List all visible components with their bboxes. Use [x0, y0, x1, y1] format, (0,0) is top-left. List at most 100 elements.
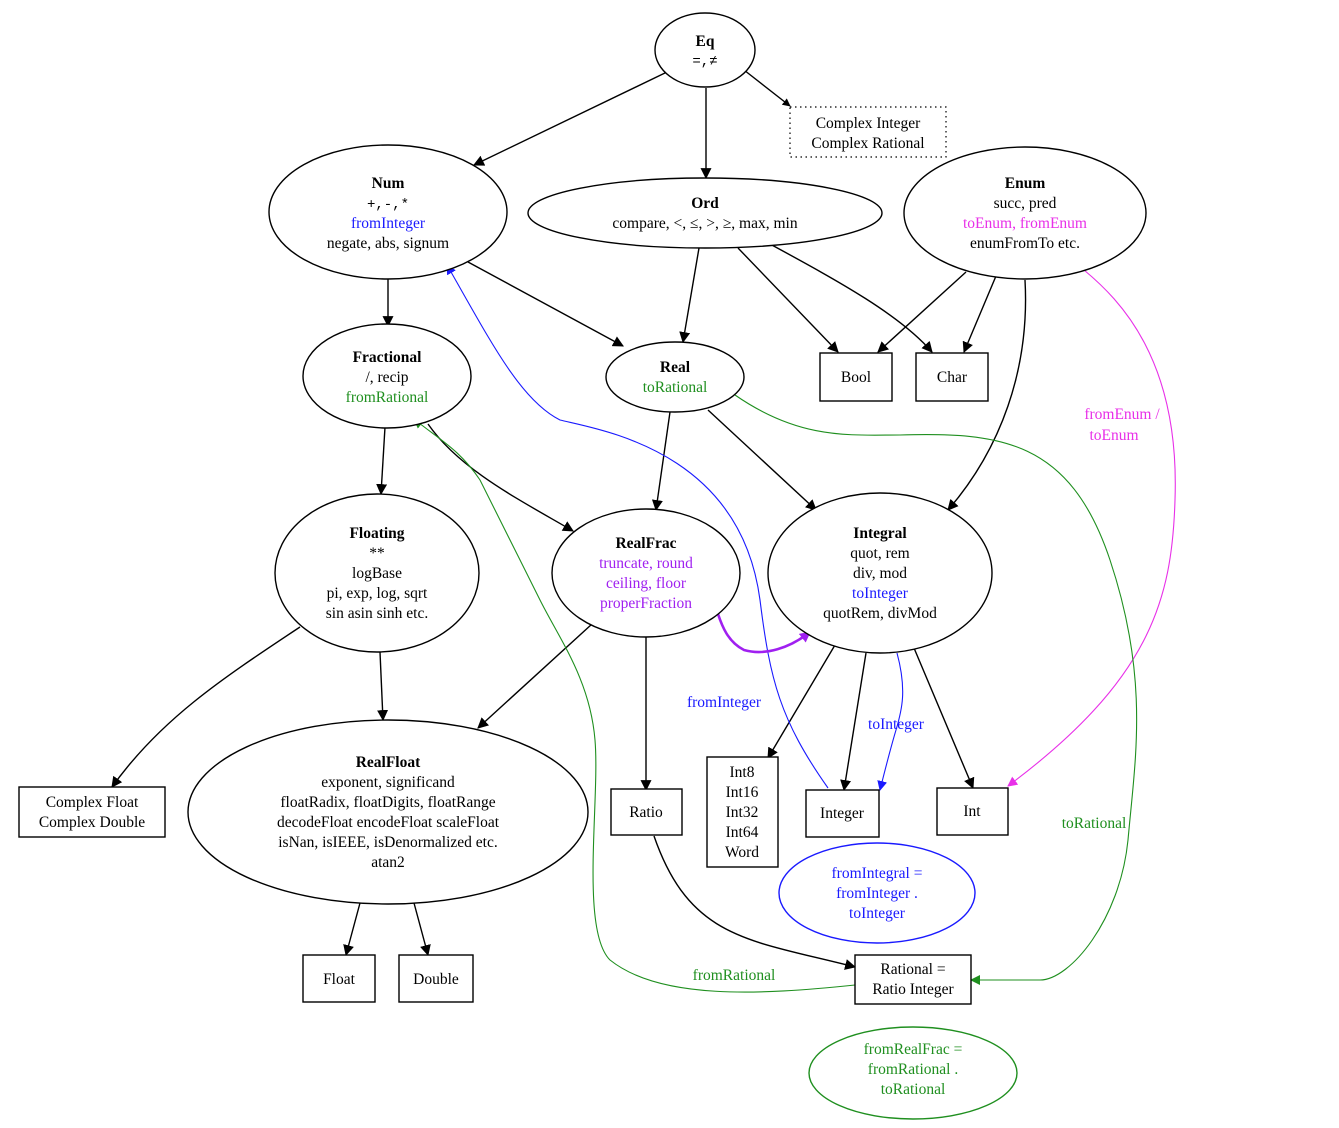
- node-num: Num +,-,* fromInteger negate, abs, signu…: [268, 144, 508, 280]
- node-real: Real toRational: [605, 341, 745, 413]
- node-complex-double-label: Complex Double: [39, 814, 145, 831]
- node-ord-methods: compare, <, ≤, >, ≥, max, min: [612, 215, 797, 232]
- node-floating: Floating ** logBase pi, exp, log, sqrt s…: [274, 493, 480, 653]
- edge-fromenum-toenum: [1007, 260, 1176, 787]
- node-enum-title: Enum: [1005, 175, 1046, 192]
- node-real-title: Real: [660, 359, 691, 376]
- note-fromrealfrac-l3: toRational: [881, 1081, 946, 1098]
- node-char: Char: [915, 352, 989, 402]
- node-int64: Int64: [726, 824, 759, 841]
- node-enum-succ: succ, pred: [994, 195, 1057, 212]
- node-fractional: Fractional /, recip fromRational: [302, 323, 472, 429]
- node-realfloat-decodefloat: decodeFloat encodeFloat scaleFloat: [277, 814, 500, 831]
- node-integral-div: div, mod: [853, 565, 907, 582]
- edge-integral-ints: [767, 644, 836, 759]
- node-num-title: Num: [372, 175, 405, 192]
- node-floating-pi: pi, exp, log, sqrt: [327, 585, 428, 602]
- note-fromintegral-l3: toInteger: [849, 905, 906, 922]
- node-realfrac-ceiling: ceiling, floor: [606, 575, 687, 592]
- node-num-negate: negate, abs, signum: [327, 235, 449, 252]
- node-rational-l1: Rational =: [880, 961, 945, 978]
- node-realfloat-atan2: atan2: [371, 854, 405, 871]
- edge-fractional-realfrac: [427, 423, 574, 532]
- note-fromrealfrac-l1: fromRealFrac =: [864, 1041, 963, 1058]
- node-realfrac-title: RealFrac: [615, 535, 676, 552]
- edge-enum-bool: [877, 271, 967, 353]
- node-complex-rational: Complex Rational: [811, 135, 924, 152]
- node-num-ops: +,-,*: [367, 197, 409, 213]
- edge-real-realfrac: [651, 411, 671, 512]
- node-int16: Int16: [726, 784, 759, 801]
- edge-ratio-rational: [653, 835, 857, 970]
- node-int: Int: [936, 787, 1009, 836]
- note-fromrealfrac-l2: fromRational .: [868, 1061, 958, 1078]
- node-eq: Eq =,≠: [654, 12, 756, 88]
- node-complex-float: Complex Float Complex Double: [18, 786, 166, 838]
- node-word: Word: [725, 844, 759, 861]
- edge-ord-char: [769, 243, 933, 353]
- node-int8: Int8: [730, 764, 755, 781]
- node-bool-label: Bool: [841, 369, 871, 386]
- edge-real-integral: [707, 409, 817, 511]
- edge-realfrac-integral: [716, 613, 811, 654]
- node-realfloat-isnan: isNan, isIEEE, isDenormalized etc.: [278, 834, 498, 851]
- node-realfrac-truncate: truncate, round: [599, 555, 693, 572]
- edge-torational: [734, 394, 1138, 985]
- node-num-frominteger: fromInteger: [351, 215, 426, 232]
- node-realfrac-properfraction: properFraction: [600, 595, 692, 612]
- label-tointeger: toInteger: [868, 716, 925, 733]
- node-float: Float: [302, 954, 376, 1003]
- node-float-label: Float: [323, 971, 356, 988]
- label-torational: toRational: [1062, 815, 1127, 832]
- node-integral-title: Integral: [853, 525, 907, 542]
- node-fractional-recip: /, recip: [365, 369, 408, 386]
- edge-labels: fromEnum / toEnum fromInteger toInteger …: [687, 406, 1160, 984]
- node-ord: Ord compare, <, ≤, >, ≥, max, min: [527, 177, 883, 249]
- edge-fractional-floating: [376, 426, 388, 496]
- note-fromintegral-l1: fromIntegral =: [832, 865, 923, 882]
- node-int32: Int32: [726, 804, 759, 821]
- node-double: Double: [398, 954, 474, 1003]
- node-realfloat-floatradix: floatRadix, floatDigits, floatRange: [280, 794, 495, 811]
- node-bool: Bool: [819, 352, 893, 402]
- note-fromintegral: fromIntegral = fromInteger . toInteger: [778, 842, 976, 944]
- node-double-label: Double: [413, 971, 459, 988]
- edge-integral-integer: [840, 652, 867, 792]
- node-ratio-label: Ratio: [629, 804, 663, 821]
- node-enum: Enum succ, pred toEnum, fromEnum enumFro…: [903, 146, 1147, 280]
- edges-colored: [413, 260, 1176, 993]
- node-int-label: Int: [963, 803, 981, 820]
- edge-fromrational: [413, 418, 856, 993]
- edge-frominteger: [446, 264, 829, 789]
- node-integer: Integer: [805, 789, 880, 838]
- node-floating-sin: sin asin sinh etc.: [326, 605, 428, 622]
- node-floating-pow: **: [369, 545, 385, 562]
- edge-floating-realfloat: [377, 651, 389, 722]
- label-fromrational: fromRational: [693, 967, 776, 984]
- node-char-label: Char: [937, 369, 968, 386]
- node-ratio: Ratio: [610, 788, 683, 836]
- edge-realfrac-realfloat: [477, 623, 593, 729]
- edge-enum-char: [962, 275, 997, 354]
- node-realfloat-exponent: exponent, significand: [321, 774, 455, 791]
- node-complex-eq: Complex Integer Complex Rational: [789, 106, 947, 158]
- node-realfloat-title: RealFloat: [356, 754, 421, 771]
- edge-eq-num: [473, 71, 668, 166]
- label-fromenum: fromEnum /: [1084, 406, 1160, 423]
- node-ord-title: Ord: [691, 195, 719, 212]
- node-rational: Rational = Ratio Integer: [854, 954, 972, 1005]
- node-integral: Integral quot, rem div, mod toInteger qu…: [767, 492, 993, 654]
- edge-tointeger: [877, 652, 904, 791]
- node-floating-logbase: logBase: [352, 565, 402, 582]
- note-fromintegral-l2: fromInteger .: [836, 885, 918, 902]
- node-integer-label: Integer: [820, 805, 865, 822]
- node-rational-l2: Ratio Integer: [872, 981, 954, 998]
- edge-realfloat-float: [343, 902, 361, 957]
- node-fractional-title: Fractional: [353, 349, 423, 366]
- edge-ord-bool: [737, 247, 839, 353]
- note-fromrealfrac: fromRealFrac = fromRational . toRational: [808, 1026, 1018, 1120]
- node-complex-integer: Complex Integer: [816, 115, 921, 132]
- node-complex-float-label: Complex Float: [46, 794, 139, 811]
- node-eq-title: Eq: [696, 33, 715, 50]
